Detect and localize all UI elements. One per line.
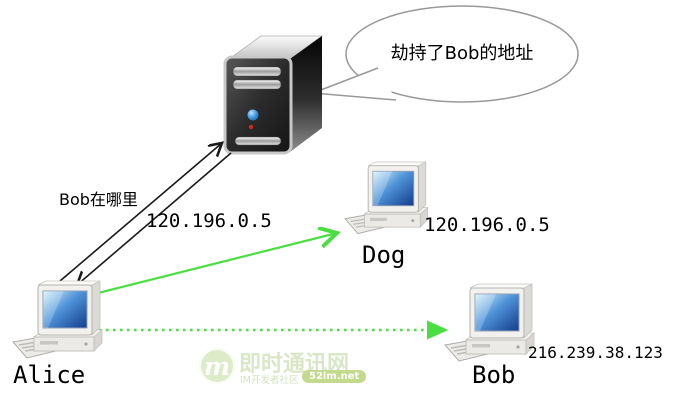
dog-ip-label: 120.196.0.5 — [424, 214, 550, 236]
dog-label: Dog — [362, 241, 406, 269]
speech-bubble — [312, 5, 579, 103]
dog-computer-icon — [343, 161, 429, 235]
bob-label: Bob — [472, 361, 516, 389]
watermark-tagline: IM开发者社区 — [240, 375, 299, 386]
dns-server-icon — [223, 35, 324, 155]
alice-label: Alice — [13, 361, 86, 389]
watermark-badge: 52im.net — [302, 370, 367, 383]
alice-computer-icon — [11, 280, 103, 359]
bob-computer-icon — [443, 283, 535, 362]
bob-ip-label: 216.239.38.123 — [528, 343, 663, 362]
query-label: Bob在哪里 — [59, 190, 138, 209]
power-led — [247, 109, 259, 121]
status-led — [248, 124, 254, 130]
bubble-text: 劫持了Bob的地址 — [390, 43, 534, 64]
alice-dog-arrow — [98, 233, 337, 293]
watermark-logo-icon: m — [199, 348, 235, 384]
response-ip-label: 120.196.0.5 — [146, 210, 272, 232]
